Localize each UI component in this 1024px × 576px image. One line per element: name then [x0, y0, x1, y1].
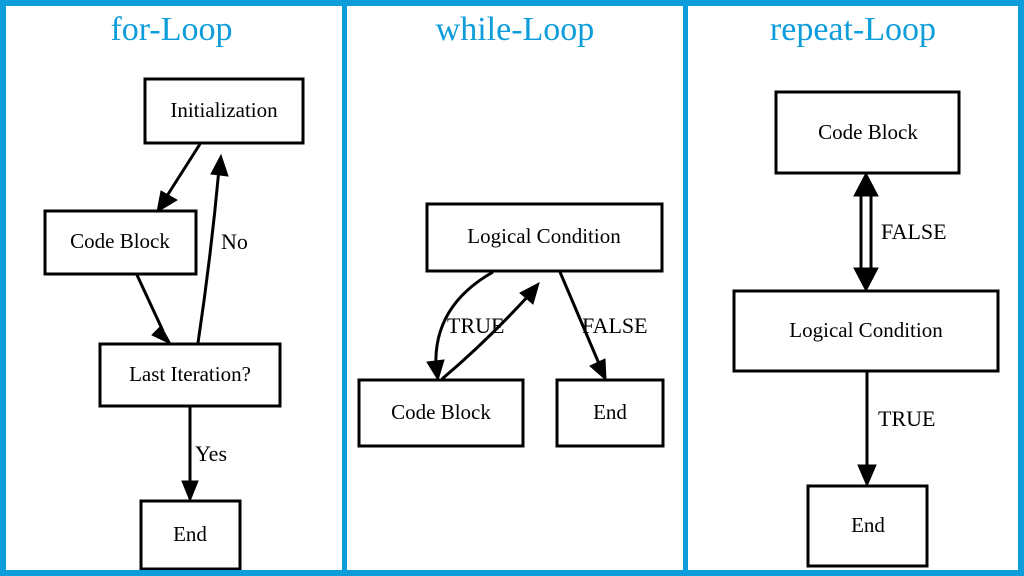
node-initialization: Initialization [143, 77, 305, 145]
edge-last-iteration-to-initialization: No [196, 153, 248, 344]
panel-repeat-loop: repeat-Loop Code Block Logical Condition… [683, 6, 1018, 570]
edge-code-block-to-last-iteration [135, 274, 173, 346]
edge-logical-condition-to-end: FALSE [558, 271, 648, 382]
edge-label-true: TRUE [878, 406, 935, 431]
node-end: End [139, 499, 242, 570]
node-logical-condition-label: Logical Condition [789, 318, 943, 342]
edge-code-block-to-logical-condition [441, 282, 540, 381]
node-code-block-label: Code Block [70, 229, 170, 253]
node-end-label: End [593, 400, 627, 424]
panel-while-loop: while-Loop Logical Condition Code Block … [342, 6, 683, 570]
node-code-block: Code Block [357, 378, 525, 448]
edge-label-false: FALSE [881, 219, 947, 244]
while-loop-diagram: Logical Condition Code Block End TRUE [357, 202, 665, 448]
panel-for-loop: for-Loop Initialization Code Block Last … [6, 6, 337, 570]
node-end: End [806, 484, 929, 568]
edge-label-true: TRUE [447, 313, 504, 338]
panel-title-for-loop: for-Loop [110, 11, 233, 48]
edge-code-block-to-logical-condition: FALSE [853, 171, 947, 293]
edge-label-no: No [221, 229, 248, 254]
for-loop-diagram: Initialization Code Block Last Iteration… [43, 77, 305, 570]
node-code-block: Code Block [43, 209, 198, 276]
edge-label-false: FALSE [582, 313, 648, 338]
repeat-loop-diagram: Code Block Logical Condition End FALSE [732, 90, 1000, 568]
panel-title-while-loop: while-Loop [435, 11, 595, 48]
edge-label-yes: Yes [195, 441, 227, 466]
node-end-label: End [851, 513, 885, 537]
node-last-iteration: Last Iteration? [98, 342, 282, 408]
node-code-block-label: Code Block [818, 120, 918, 144]
node-logical-condition-label: Logical Condition [467, 224, 621, 248]
node-code-block: Code Block [774, 90, 961, 175]
edge-last-iteration-to-end: Yes [181, 407, 227, 503]
edge-logical-condition-to-code-block: TRUE [426, 270, 504, 382]
node-end: End [555, 378, 665, 448]
edge-logical-condition-to-end: TRUE [857, 372, 935, 488]
panel-title-repeat-loop: repeat-Loop [769, 11, 937, 48]
node-logical-condition: Logical Condition [732, 289, 1000, 373]
node-initialization-label: Initialization [170, 98, 278, 122]
node-end-label: End [173, 522, 207, 546]
node-code-block-label: Code Block [391, 400, 491, 424]
node-last-iteration-label: Last Iteration? [129, 362, 251, 386]
node-logical-condition: Logical Condition [425, 202, 664, 273]
edge-initialization-to-code-block [156, 143, 202, 214]
